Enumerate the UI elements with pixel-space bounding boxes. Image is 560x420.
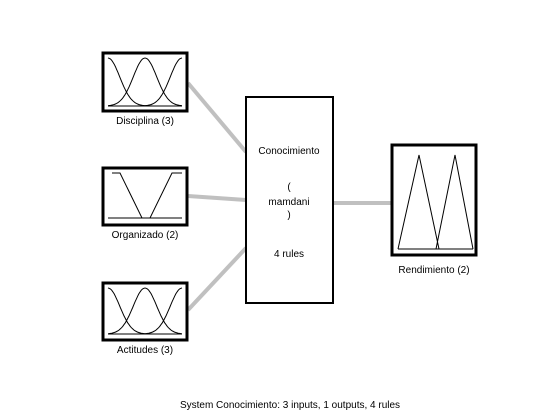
rendimiento-mf-2	[435, 154, 474, 250]
system-box[interactable]	[245, 96, 334, 304]
input-label-disciplina: Disciplina (3)	[116, 116, 174, 127]
actitudes-mf-plot	[107, 287, 183, 335]
rendimiento-mf-1	[397, 154, 440, 250]
system-rules: 4 rules	[273, 249, 305, 260]
input-label-organizado: Organizado (2)	[111, 230, 179, 241]
system-name: Conocimiento	[258, 146, 320, 157]
output-box-rendimiento[interactable]	[390, 143, 478, 257]
connector-organizado	[187, 194, 247, 202]
system-caption: System Conocimiento: 3 inputs, 1 outputs…	[179, 400, 401, 411]
system-type: mamdani	[268, 197, 310, 208]
organizado-mf-plot	[108, 172, 182, 219]
input-box-disciplina[interactable]	[101, 51, 189, 113]
input-label-actitudes: Actitudes (3)	[116, 345, 174, 356]
connector-actitudes	[186, 246, 248, 312]
output-label-rendimiento: Rendimiento (2)	[398, 265, 470, 276]
disciplina-mf-2	[107, 57, 183, 107]
connector-disciplina	[186, 81, 248, 154]
input-box-organizado[interactable]	[101, 166, 189, 227]
system-open-paren: (	[287, 182, 291, 193]
system-close-paren: )	[287, 210, 291, 221]
input-box-actitudes[interactable]	[101, 281, 189, 342]
actitudes-mf-2	[107, 287, 183, 335]
disciplina-mf-plot	[107, 57, 183, 107]
rendimiento-mf-plot	[397, 154, 474, 250]
